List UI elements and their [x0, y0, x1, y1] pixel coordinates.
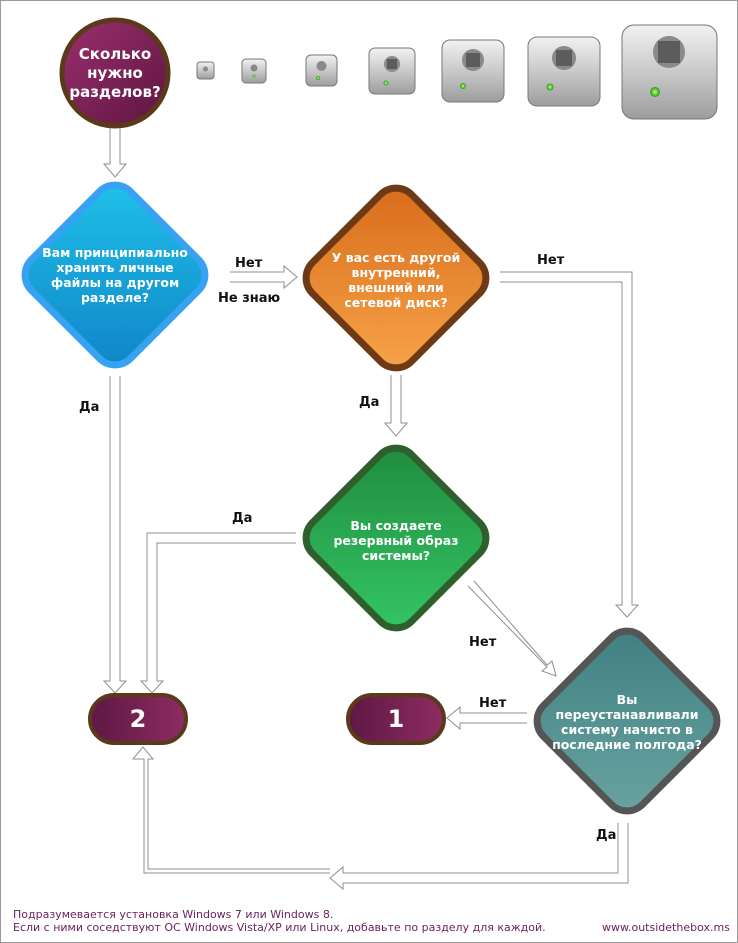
decision-backup-image: [302, 444, 490, 632]
label-q3-yes: Да: [232, 511, 253, 526]
start-node: [59, 17, 171, 129]
drive-icon: [305, 54, 338, 87]
arrow-q3-to-result-two: [139, 532, 296, 694]
result-one-text: 1: [387, 705, 405, 733]
label-q2-no: Нет: [537, 253, 565, 268]
drive-icon: [241, 58, 267, 84]
decision-personal-files: [21, 181, 209, 369]
drive-icon: [527, 36, 601, 107]
arrow-q4-to-result-one: [446, 705, 527, 731]
decision-clean-reinstall-text: Вы переустанавливали систему начисто в п…: [552, 692, 702, 752]
drive-icon: [368, 47, 416, 95]
arrow-q1-to-result-two: [102, 376, 128, 694]
drive-icon: [196, 61, 215, 80]
decision-personal-files-text: Вам принципиально хранить личные файлы н…: [42, 245, 188, 305]
start-node-text: Сколько нужно разделов?: [69, 44, 161, 101]
drive-icon: [621, 24, 718, 120]
footer-site-link[interactable]: www.outsidethebox.ms: [602, 921, 730, 934]
arrow-q2-to-q4: [500, 271, 640, 618]
result-two-text: 2: [129, 705, 147, 733]
arrow-start-to-q1: [102, 128, 128, 178]
label-q1-dont-know: Не знаю: [218, 291, 281, 306]
decision-other-disk: [302, 184, 490, 372]
label-q3-no: Нет: [469, 635, 497, 650]
drive-icon: [441, 39, 505, 103]
decision-backup-image-text: Вы создаете резервный образ системы?: [333, 517, 459, 563]
decision-other-disk-text: У вас есть другой внутренний, внешний ил…: [331, 250, 461, 310]
arrow-q3-to-q4: [467, 580, 557, 677]
label-q4-yes: Да: [596, 828, 617, 843]
arrow-q2-to-q3: [383, 375, 409, 437]
result-one-pill: [346, 693, 446, 745]
footer-note-line2: Если с ними соседствуют ОС Windows Vista…: [13, 921, 546, 934]
label-q4-no: Нет: [479, 696, 507, 711]
label-q2-yes: Да: [359, 395, 380, 410]
result-two-pill: [88, 693, 188, 745]
arrow-q4-to-result-two: [131, 746, 629, 891]
decision-clean-reinstall: [533, 627, 721, 815]
drive-icons-row: [196, 24, 718, 120]
label-q1-yes: Да: [79, 400, 100, 415]
label-q1-no: Нет: [235, 256, 263, 271]
footer-note-line1: Подразумевается установка Windows 7 или …: [13, 908, 334, 921]
arrow-q1-to-q2: [230, 264, 298, 290]
